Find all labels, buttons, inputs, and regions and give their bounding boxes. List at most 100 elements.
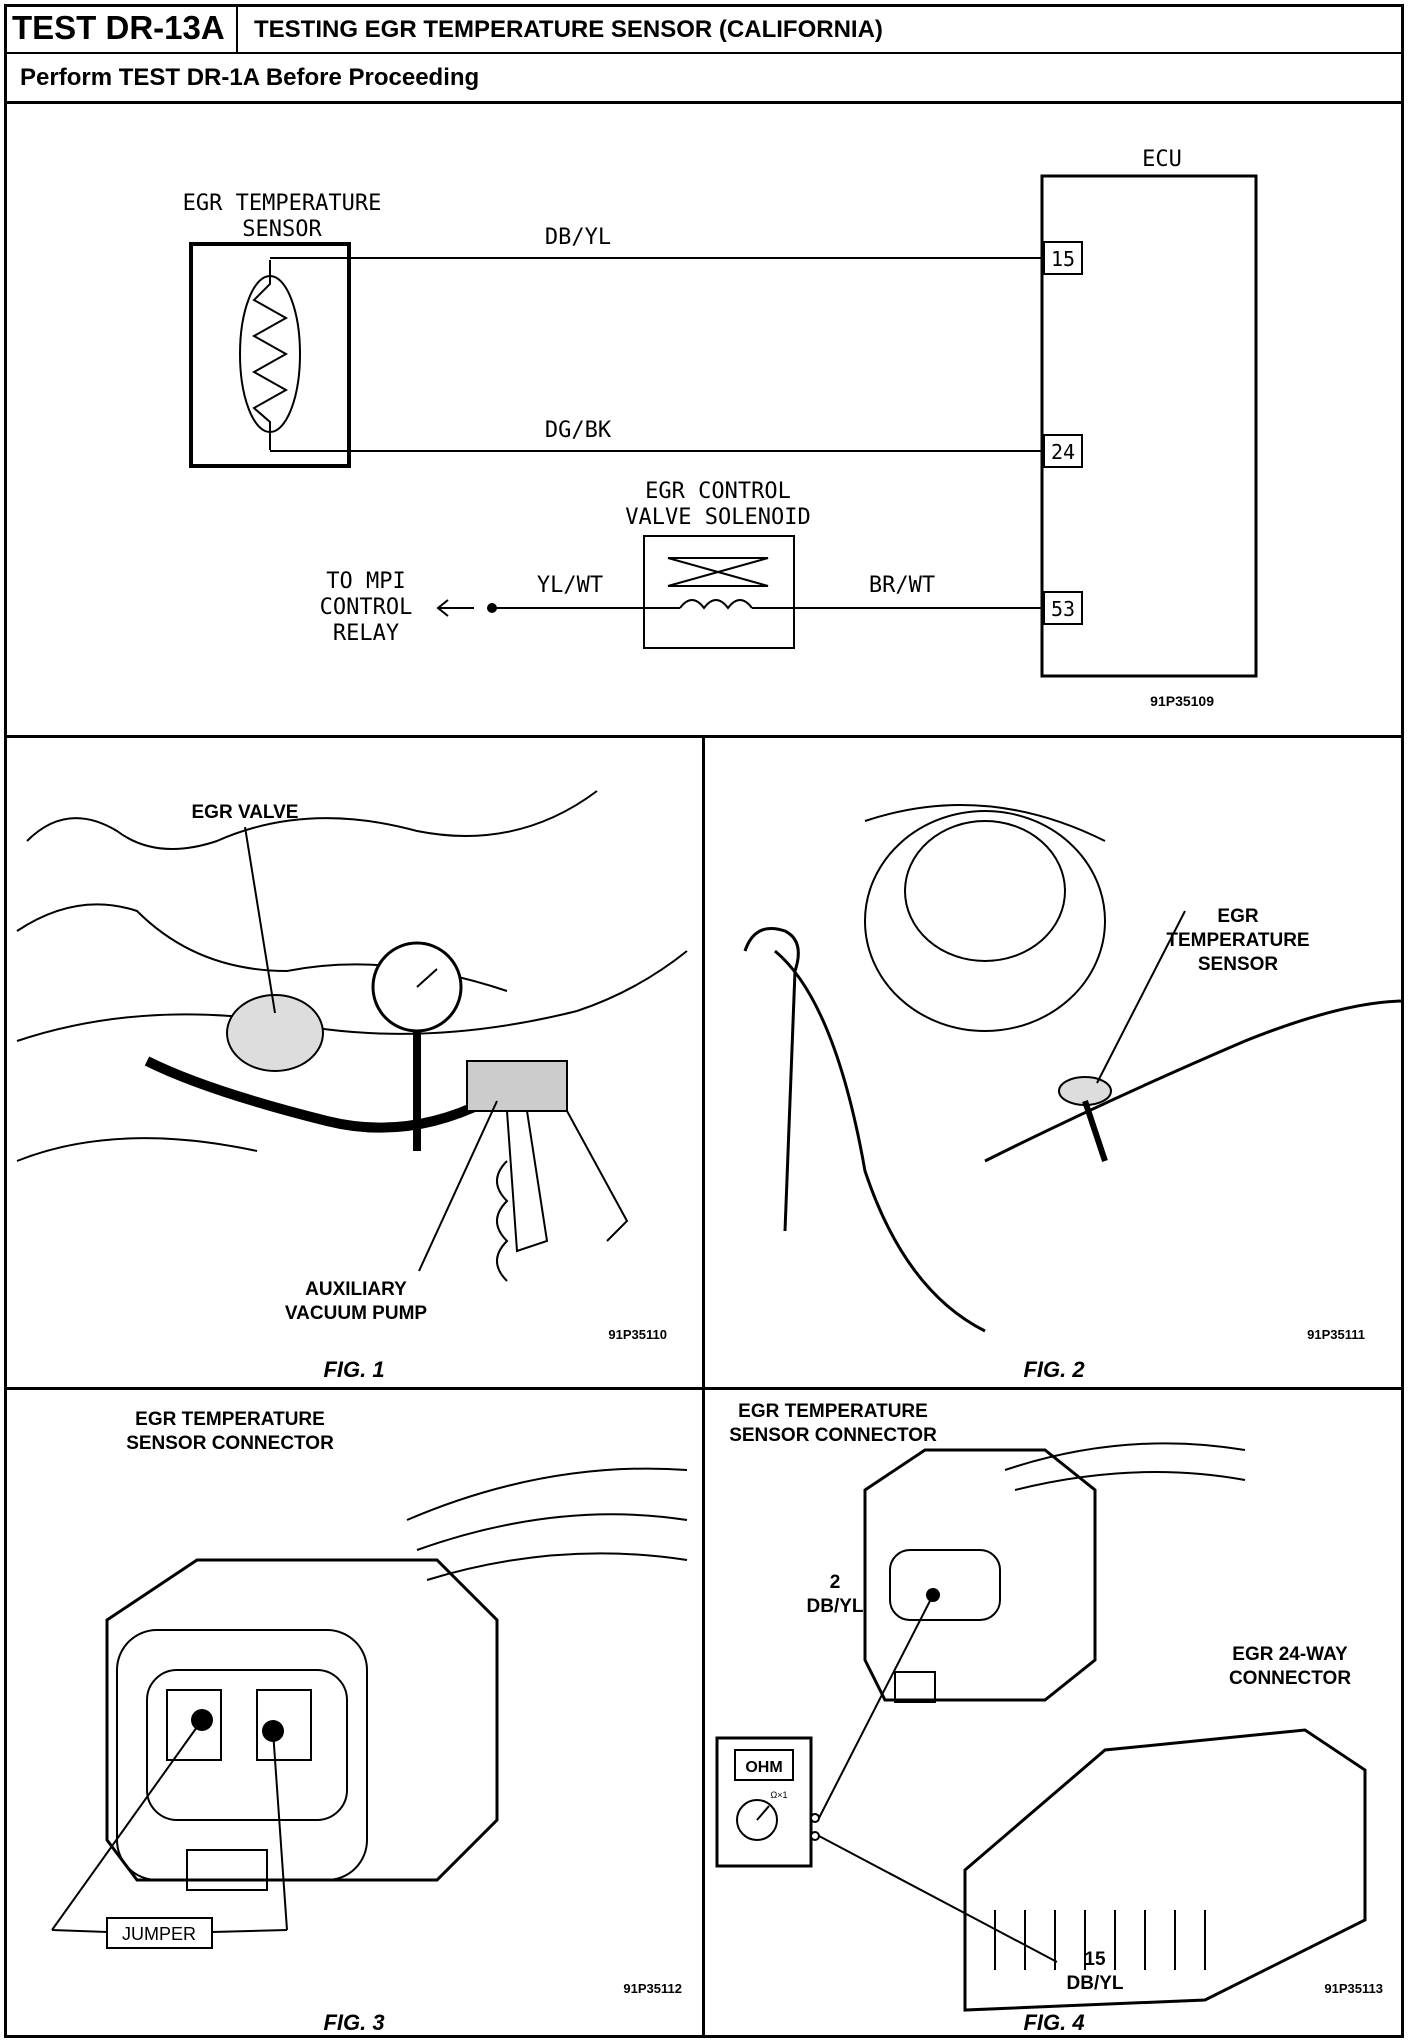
hose-curve — [774, 949, 986, 1333]
fig4-label-2: SENSOR CONNECTOR — [729, 1425, 937, 1446]
fig4-caption: FIG. 4 — [1023, 2010, 1084, 2035]
connector-housing — [105, 1558, 499, 1882]
fig4-connector-cavity — [889, 1549, 1001, 1621]
fig1-caption: FIG. 1 — [323, 1357, 384, 1382]
ohmmeter-selector-pointer — [756, 1805, 770, 1821]
engine-outline-top — [26, 790, 598, 850]
pin-53-box — [1043, 591, 1083, 625]
egr-valve-cap — [904, 820, 1066, 962]
fig2-label-2: TEMPERATURE — [1166, 930, 1309, 951]
sensor-box — [189, 242, 351, 468]
fig4-sensor-connector — [863, 1448, 1097, 1702]
ecu-box — [1040, 174, 1258, 678]
test-id: TEST DR-13A — [4, 4, 238, 52]
fig4-illustration: EGR TEMPERATURE SENSOR CONNECTOR OHM Ω×1… — [715, 1401, 1383, 2035]
fig1-leader-pump — [418, 1100, 498, 1272]
solenoid-box — [643, 535, 795, 649]
fig3-label-1: EGR TEMPERATURE — [135, 1409, 325, 1430]
jumper-lead-connect-2 — [211, 1929, 288, 1933]
sensor-label-1: EGR TEMPERATURE — [183, 191, 382, 216]
fig4-code: 91P35113 — [1324, 1981, 1383, 1996]
connector-cavity — [146, 1669, 348, 1821]
jumper-lead-2 — [272, 1730, 288, 1931]
fig1-code: 91P35110 — [608, 1327, 667, 1342]
fig1-pump-label-2: VACUUM PUMP — [285, 1303, 427, 1324]
vacuum-hose — [144, 1056, 490, 1133]
ohmmeter-probe-jack-2 — [810, 1831, 820, 1841]
coil-symbol — [679, 599, 753, 610]
harness — [984, 999, 1406, 1163]
fig4-pin-2-wire: DB/YL — [807, 1596, 864, 1617]
valve-symbol — [667, 557, 769, 587]
wiring-schematic: ECU 15 24 53 EGR TEMPERATURE SENSOR DB/Y… — [4, 104, 1404, 738]
fig3-label-2: SENSOR CONNECTOR — [126, 1433, 334, 1454]
fig2-leader — [1096, 910, 1186, 1084]
meter-lead-to-pin-15 — [818, 1835, 1058, 1963]
relay-label-3: RELAY — [333, 621, 399, 646]
relay-label-2: CONTROL — [320, 595, 413, 620]
fig3-illustration: EGR TEMPERATURE SENSOR CONNECTOR JUMPER … — [51, 1409, 688, 2035]
ecu-label: ECU — [1142, 147, 1182, 172]
fig1-egr-valve-label: EGR VALVE — [192, 802, 299, 823]
fig1-pump-label-1: AUXILIARY — [305, 1279, 407, 1300]
pin-53-label: 53 — [1051, 597, 1075, 621]
wire-br-wt-label: BR/WT — [869, 573, 935, 598]
jumper-lead-1 — [51, 1719, 203, 1931]
solenoid-label-2: VALVE SOLENOID — [625, 505, 810, 530]
fig2-label-3: SENSOR — [1198, 954, 1279, 975]
fig4-24-way-label-1: EGR 24-WAY — [1232, 1644, 1348, 1665]
sensor-wire — [1082, 1100, 1108, 1162]
schematic-svg: ECU 15 24 53 EGR TEMPERATURE SENSOR DB/Y… — [183, 147, 1258, 709]
fig2-illustration: EGR TEMPERATURE SENSOR 91P35111 FIG. 2 — [743, 804, 1406, 1382]
engine-outline-low — [16, 950, 688, 1042]
engine-outline-bottom — [16, 1137, 258, 1162]
pin-24-label: 24 — [1051, 440, 1075, 464]
fig1-leader-egr — [244, 826, 276, 1014]
pin-15-box — [1043, 241, 1083, 275]
wire-dg-bk-label: DG/BK — [545, 418, 612, 443]
ohmmeter-probe-jack-1 — [810, 1813, 820, 1823]
fig4-pin-2-number: 2 — [830, 1572, 841, 1593]
sensor-label-2: SENSOR — [242, 217, 322, 242]
figure-4: EGR TEMPERATURE SENSOR CONNECTOR OHM Ω×1… — [705, 1390, 1404, 2038]
ohmmeter-display — [734, 1749, 794, 1781]
egr-valve-body — [226, 994, 324, 1072]
fig4-24-way-connector — [963, 1728, 1367, 2012]
connector-wires — [406, 1467, 688, 1581]
gauge-needle — [416, 968, 438, 988]
thermistor-symbol — [251, 260, 289, 450]
ohmmeter-range-label: Ω×1 — [771, 1790, 788, 1800]
relay-label-1: TO MPI — [326, 569, 405, 594]
pump-handles — [506, 1110, 629, 1253]
figure-1: EGR VALVE AUXILIARY VACUUM PUMP 91P35110… — [7, 741, 702, 1387]
fig2-label-1: EGR — [1217, 906, 1258, 927]
fig1-illustration: EGR VALVE AUXILIARY VACUUM PUMP 91P35110… — [16, 790, 688, 1382]
sensor-nut — [1058, 1076, 1112, 1106]
meter-lead-to-pin-2 — [818, 1594, 934, 1819]
fig4-24-way-terminals — [994, 1910, 1206, 1970]
connector-face — [116, 1629, 368, 1881]
fig4-pin-15-number: 15 — [1084, 1949, 1106, 1970]
fig3-code: 91P35112 — [623, 1981, 682, 1996]
wire-db-yl-label: DB/YL — [545, 225, 611, 250]
fig4-24-way-label-2: CONNECTOR — [1229, 1668, 1351, 1689]
fig4-label-1: EGR TEMPERATURE — [738, 1401, 928, 1422]
engine-top — [864, 804, 1106, 842]
fig2-caption: FIG. 2 — [1023, 1357, 1085, 1382]
ohmmeter-display-text: OHM — [745, 1759, 782, 1776]
jumper-lead-connect-1 — [51, 1929, 108, 1934]
wire-yl-wt-label: YL/WT — [537, 573, 603, 598]
test-header: TEST DR-13A TESTING EGR TEMPERATURE SENS… — [4, 4, 1404, 54]
terminal-2-cavity — [256, 1689, 312, 1761]
terminal-1-cavity — [166, 1689, 222, 1761]
fig4-connector-wires — [1004, 1442, 1246, 1491]
lock-tab — [186, 1849, 268, 1891]
jumper-label-box — [106, 1917, 213, 1949]
splice-dot — [487, 603, 497, 613]
thermistor-outline — [239, 275, 301, 433]
fig2-code: 91P35111 — [1307, 1327, 1365, 1342]
pump-grip — [496, 1160, 509, 1282]
fig4-pin-15-wire: DB/YL — [1067, 1973, 1124, 1994]
schematic-code: 91P35109 — [1150, 693, 1214, 709]
hose-left — [743, 927, 800, 1232]
